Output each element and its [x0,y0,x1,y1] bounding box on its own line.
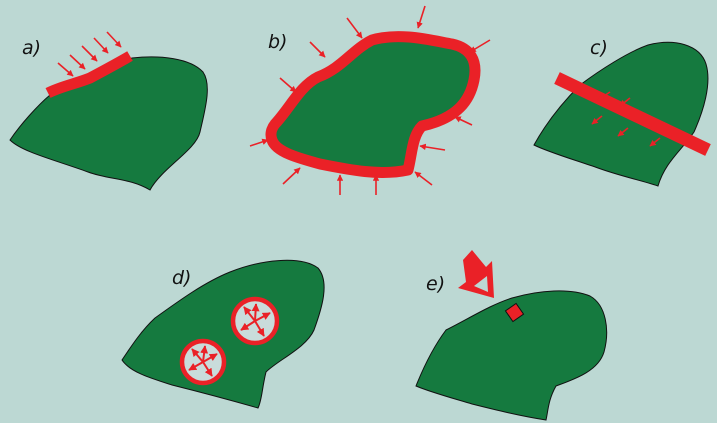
panel-e: e) [416,250,607,420]
panel-a: a) [10,32,207,190]
panel-d: d) [122,260,324,408]
panel-c: c) [534,37,708,186]
panel-e-point-load-arrow [458,250,494,298]
panel-c-label: c) [590,37,608,59]
panel-a-region [10,57,207,190]
panel-d-label: d) [172,267,191,289]
panel-d-region [122,260,324,408]
panel-a-label: a) [22,37,41,59]
panel-b-label: b) [268,31,287,53]
panel-b: b) [250,6,490,195]
panel-b-region [271,37,475,173]
panel-e-label: e) [426,273,445,295]
panel-d-hole-2 [182,341,224,383]
panel-d-hole-1 [233,299,277,343]
